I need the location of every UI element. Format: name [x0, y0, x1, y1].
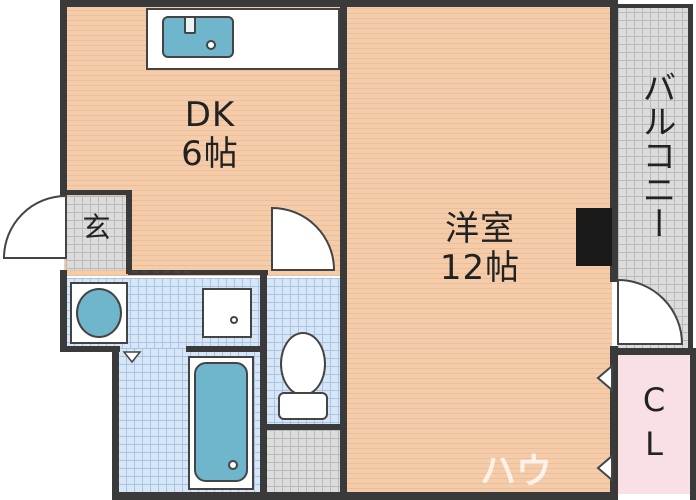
sliding-door-line [132, 271, 190, 273]
western-room-floor [346, 6, 612, 494]
wall-wet-divider [260, 272, 267, 500]
bathtub-drain [228, 460, 238, 470]
kitchen-sink-drain [206, 40, 216, 50]
closet-floor [616, 354, 692, 494]
balcony-rail [688, 4, 693, 350]
wall-entrance-top [64, 190, 130, 195]
wall-dk-bottom [128, 270, 268, 275]
wall-washroom-bottom [60, 346, 120, 352]
entrance-label: 玄 [70, 211, 124, 244]
wall-bottom [112, 492, 618, 500]
kitchen-sink [162, 16, 234, 58]
bathtub-basin [194, 362, 248, 482]
closet-name: CL [642, 381, 666, 463]
watermark-text: ハウ [480, 451, 553, 492]
entrance-floor [66, 196, 130, 270]
balcony-rail-top [618, 4, 693, 8]
washing-machine-space [202, 288, 252, 338]
toilet-tank [278, 392, 328, 420]
western-room-name: 洋室 [445, 209, 515, 249]
washing-machine-drain [230, 316, 238, 324]
western-room-label: 洋室 12帖 [400, 209, 560, 289]
wall-closet-right [690, 348, 696, 500]
dk-size: 6帖 [181, 134, 239, 175]
column [576, 208, 612, 266]
wall-right-upper [610, 0, 618, 282]
closet-label: CL [636, 378, 672, 466]
wall-left-lower [60, 270, 67, 350]
storage-floor [266, 430, 340, 494]
western-room-size: 12帖 [439, 248, 521, 289]
wall-toilet-bottom [262, 424, 344, 430]
wall-right-lower [610, 346, 618, 500]
wall-left-upper [60, 0, 67, 196]
wall-closet-top [610, 348, 696, 355]
watermark: ハウ [480, 442, 610, 492]
balcony-name: バルコニー [636, 70, 676, 240]
wall-dk-western [340, 0, 347, 274]
balcony-label: バルコニー [636, 60, 676, 250]
wall-entrance-right [126, 190, 132, 274]
kitchen-sink-tap [184, 16, 196, 34]
entrance-name: 玄 [82, 211, 112, 244]
wash-basin-bowl [76, 288, 122, 338]
wall-top [60, 0, 618, 7]
wall-western-lower [340, 270, 347, 500]
wall-bath-left [112, 346, 119, 498]
dk-name: DK [184, 95, 236, 135]
dk-label: DK 6帖 [140, 95, 280, 175]
wall-bath-top [186, 346, 264, 352]
